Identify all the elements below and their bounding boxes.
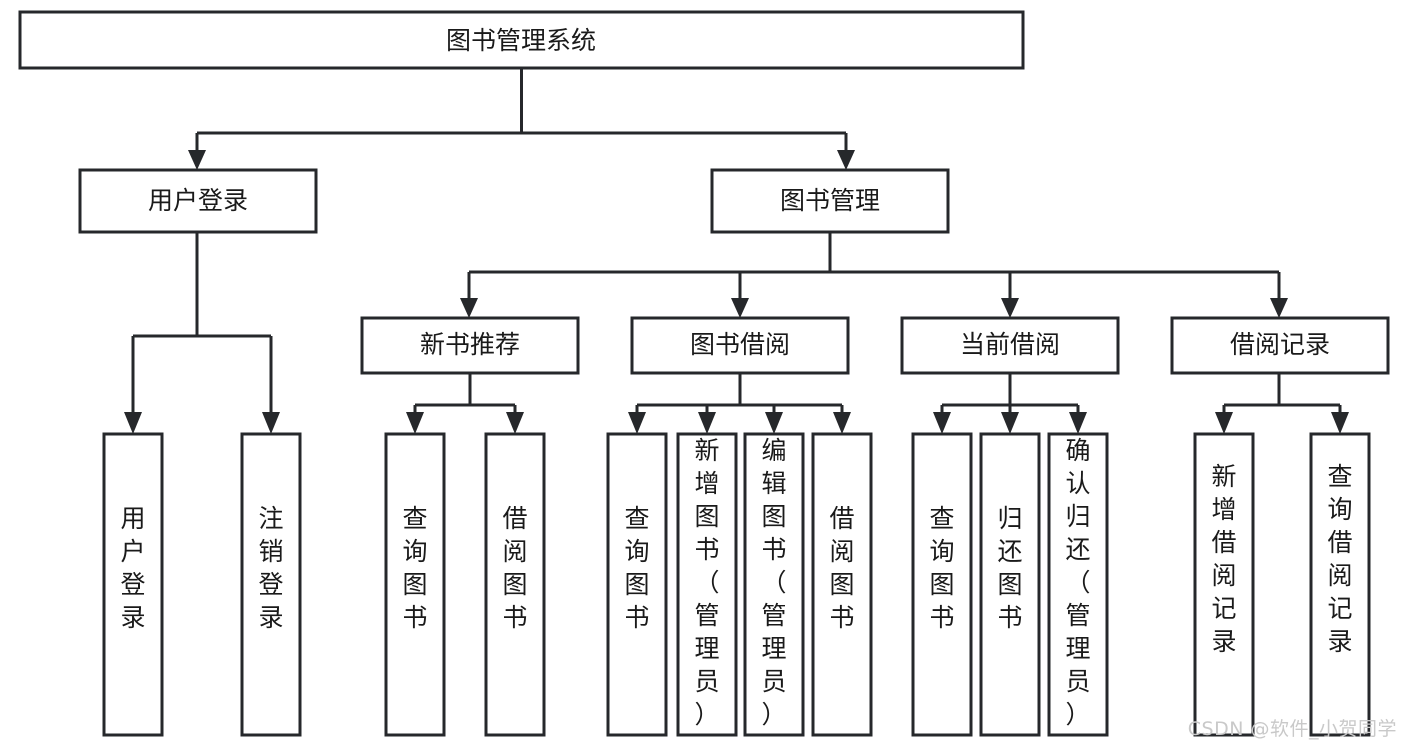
new-book-recommend-box[interactable]	[360, 316, 580, 375]
node-new-book-recommend[interactable]: 新书推荐	[360, 316, 580, 375]
node-user-login[interactable]: 用户登录	[78, 168, 318, 234]
root-label: 图书管理系统	[446, 26, 596, 55]
arrowhead-leaf-logout	[262, 412, 280, 434]
leaf-confirm-return-box[interactable]	[1047, 432, 1109, 737]
book-borrow-box[interactable]	[630, 316, 850, 375]
leaf-return-book-box[interactable]	[979, 432, 1041, 737]
arrowhead-new-book	[460, 298, 478, 318]
leaf-node-borrow-book-recommend[interactable]: 借阅图书	[484, 432, 546, 737]
arrowhead-leaf-borrow-book-2	[833, 412, 851, 434]
leaf-add-book-box[interactable]	[676, 432, 738, 737]
leaf-borrow-book-1-label: 借阅图书	[502, 504, 527, 632]
leaf-query-book-2-box[interactable]	[606, 432, 668, 737]
leaf-confirm-return-label: 确认归还（管理员）	[1065, 436, 1090, 729]
leaf-edit-book-label: 编辑图书（管理员）	[761, 436, 786, 729]
leaf-add-record-box[interactable]	[1193, 432, 1255, 737]
leaf-user-login-box[interactable]	[102, 432, 164, 737]
book-management-label: 图书管理	[780, 186, 880, 215]
leaf-query-book-2-label: 查询图书	[624, 504, 649, 632]
arrowhead-userlogin	[188, 150, 206, 170]
leaf-node-logout[interactable]: 注销登录	[240, 432, 302, 737]
user-login-label: 用户登录	[148, 186, 248, 215]
arrowhead-leaf-borrow-book-1	[506, 412, 524, 434]
current-borrow-box[interactable]	[900, 316, 1120, 375]
leaf-add-book-label: 新增图书（管理员）	[694, 436, 719, 729]
leaf-query-book-1-label: 查询图书	[402, 504, 427, 632]
arrowhead-leaf-user-login	[124, 412, 142, 434]
leaf-node-edit-book[interactable]: 编辑图书（管理员）	[743, 432, 805, 737]
leaf-query-book-3-box[interactable]	[911, 432, 973, 737]
connectors-layer	[124, 68, 1349, 434]
leaf-borrow-book-2-box[interactable]	[811, 432, 873, 737]
arrowhead-bookmgmt	[837, 150, 855, 170]
leaf-user-login-label: 用户登录	[120, 504, 145, 632]
leaf-node-add-book[interactable]: 新增图书（管理员）	[676, 432, 738, 737]
arrowhead-leaf-add-record	[1215, 412, 1233, 434]
arrowhead-leaf-query-book-1	[406, 412, 424, 434]
leaf-node-query-book-borrow[interactable]: 查询图书	[606, 432, 668, 737]
leaf-node-confirm-return[interactable]: 确认归还（管理员）	[1047, 432, 1109, 737]
leaf-node-query-book-current[interactable]: 查询图书	[911, 432, 973, 737]
leaf-edit-book-box[interactable]	[743, 432, 805, 737]
leaf-query-book-3-label: 查询图书	[929, 504, 954, 632]
borrow-record-box[interactable]	[1170, 316, 1390, 375]
user-login-box[interactable]	[78, 168, 318, 234]
arrowhead-leaf-query-book-3	[933, 412, 951, 434]
leaf-node-query-book-recommend[interactable]: 查询图书	[384, 432, 446, 737]
node-book-borrow[interactable]: 图书借阅	[630, 316, 850, 375]
leaf-node-borrow-book[interactable]: 借阅图书	[811, 432, 873, 737]
arrowhead-leaf-query-book-2	[628, 412, 646, 434]
root-box[interactable]	[18, 10, 1025, 70]
leaf-return-book-label: 归还图书	[997, 504, 1022, 632]
leaf-add-record-label: 新增借阅记录	[1211, 462, 1236, 656]
arrowhead-borrow-record	[1270, 298, 1288, 318]
leaf-node-user-login[interactable]: 用户登录	[102, 432, 164, 737]
arrowhead-leaf-edit-book	[765, 412, 783, 434]
csdn-watermark: CSDN @软件_小贺同学	[1187, 718, 1397, 740]
arrowhead-leaf-confirm-return	[1069, 412, 1087, 434]
arrowhead-book-borrow	[731, 298, 749, 318]
leaf-query-book-1-box[interactable]	[384, 432, 446, 737]
borrow-record-label: 借阅记录	[1230, 330, 1330, 359]
arrowhead-leaf-return-book	[1001, 412, 1019, 434]
node-borrow-record[interactable]: 借阅记录	[1170, 316, 1390, 375]
leaf-logout-label: 注销登录	[258, 504, 283, 632]
leaf-logout-box[interactable]	[240, 432, 302, 737]
arrowhead-leaf-query-record	[1331, 412, 1349, 434]
book-management-box[interactable]	[710, 168, 950, 234]
node-current-borrow[interactable]: 当前借阅	[900, 316, 1120, 375]
arrowhead-leaf-add-book	[698, 412, 716, 434]
leaf-node-query-borrow-record[interactable]: 查询借阅记录	[1309, 432, 1371, 737]
leaf-borrow-book-1-box[interactable]	[484, 432, 546, 737]
book-borrow-label: 图书借阅	[690, 330, 790, 359]
node-book-management[interactable]: 图书管理	[710, 168, 950, 234]
current-borrow-label: 当前借阅	[960, 330, 1060, 359]
leaf-node-return-book[interactable]: 归还图书	[979, 432, 1041, 737]
leaf-query-record-box[interactable]	[1309, 432, 1371, 737]
leaf-query-record-label: 查询借阅记录	[1327, 462, 1352, 656]
leaf-node-add-borrow-record[interactable]: 新增借阅记录	[1193, 432, 1255, 737]
new-book-recommend-label: 新书推荐	[420, 330, 520, 359]
arrowhead-current-borrow	[1001, 298, 1019, 318]
node-root-book-management-system[interactable]: 图书管理系统	[18, 10, 1025, 70]
leaf-borrow-book-2-label: 借阅图书	[829, 504, 854, 632]
